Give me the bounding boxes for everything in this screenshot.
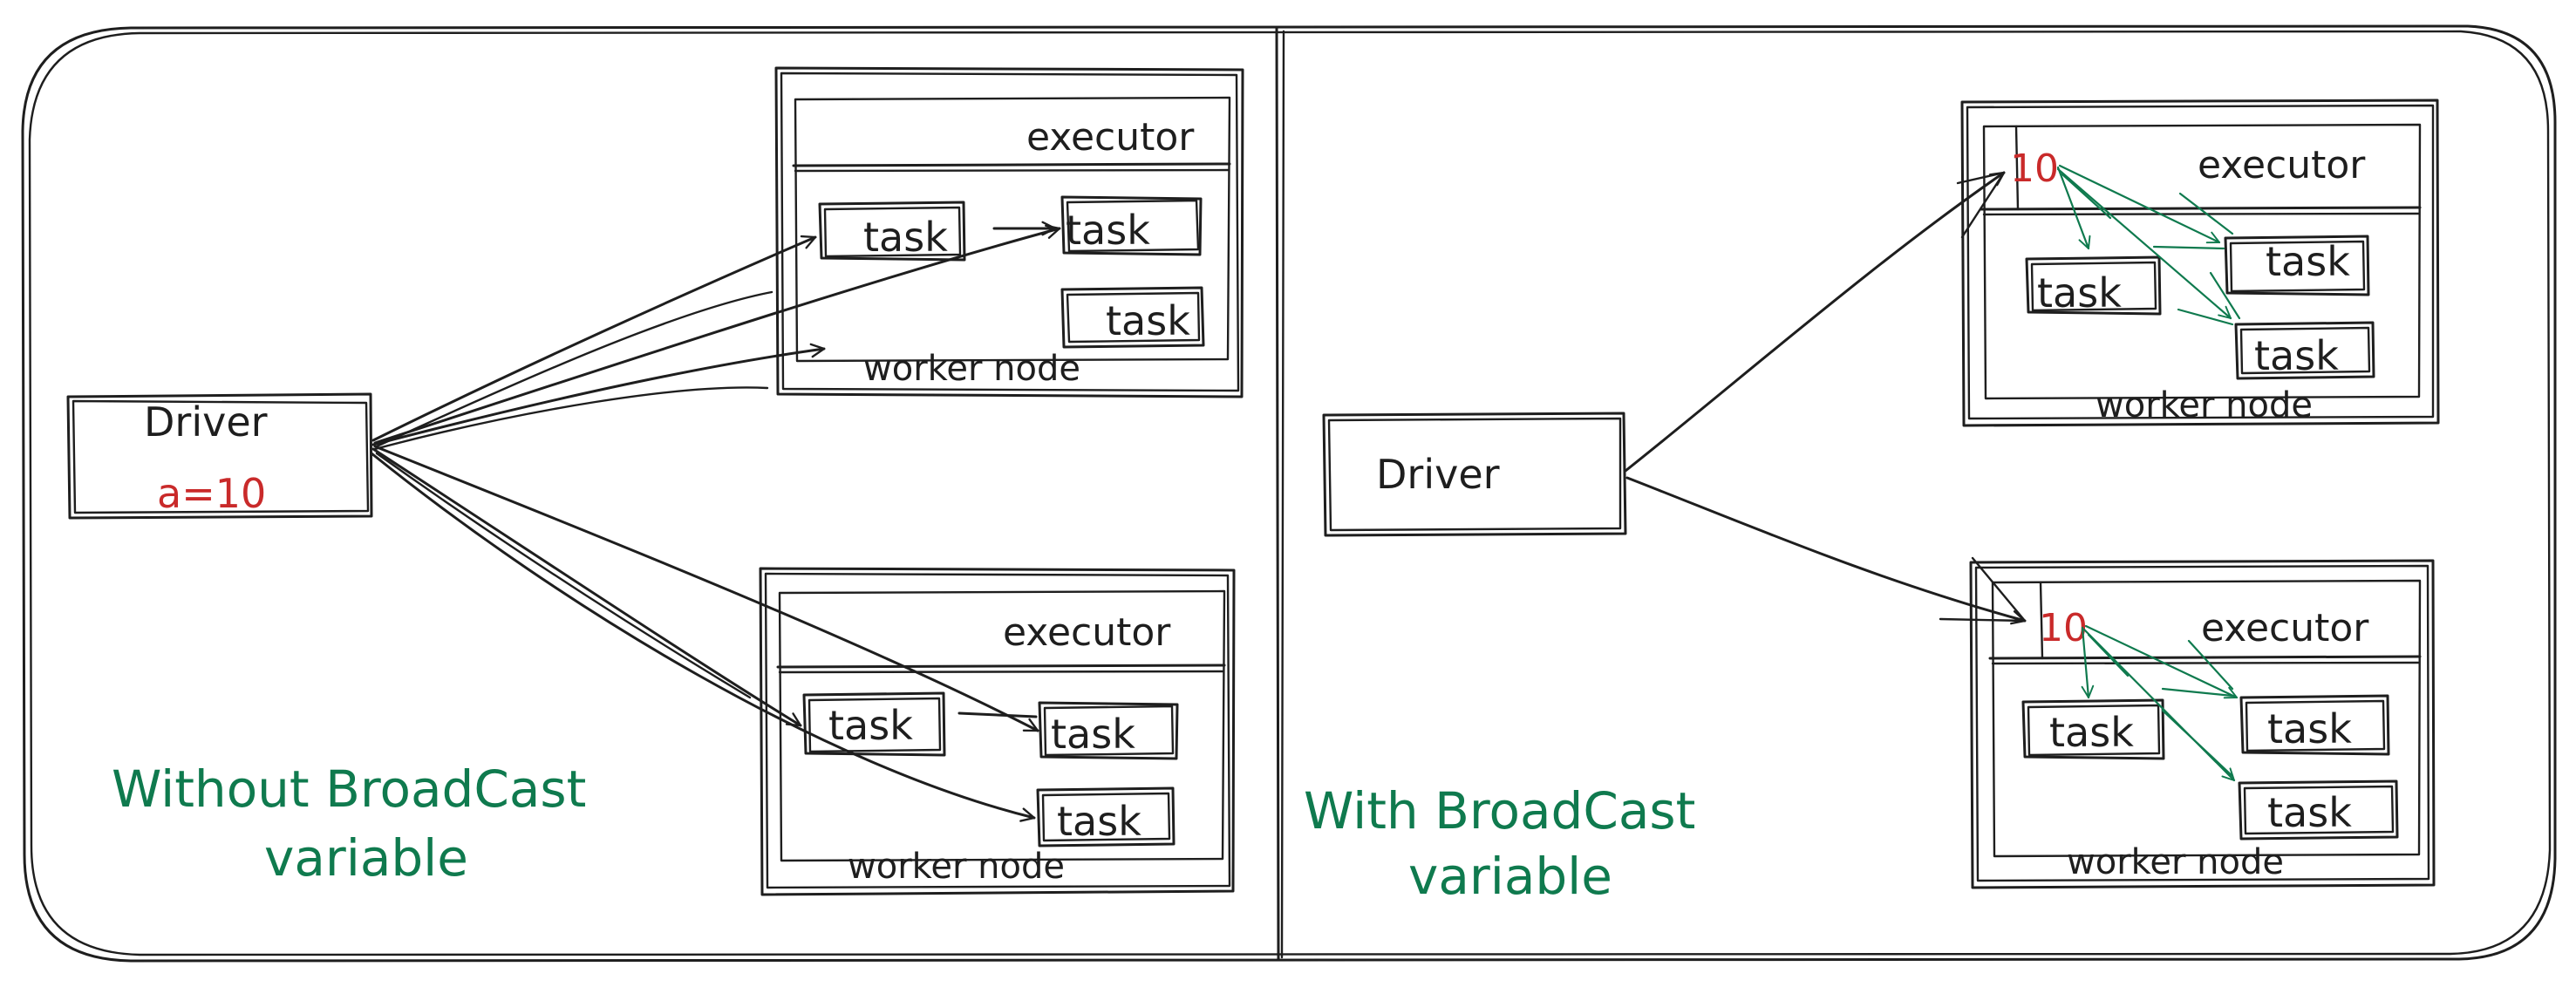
task-box: task: [2234, 321, 2375, 380]
executor-label: executor: [1026, 115, 1195, 160]
worker-node: 10 executor task task task worker node: [1960, 99, 2440, 427]
executor-label: executor: [2201, 606, 2369, 650]
driver-to-task-arrows: [370, 221, 1061, 822]
task-label: task: [863, 214, 948, 261]
worker-node: executor task task task worker node: [774, 66, 1244, 398]
task-box: task: [2021, 698, 2165, 760]
worker-node: 10 executor task task task worker node: [1969, 559, 2436, 889]
task-box: task: [2238, 779, 2399, 841]
worker-node: executor task task task worker node: [759, 567, 1236, 896]
worker-node-label: worker node: [863, 349, 1080, 389]
task-box: task: [818, 201, 966, 262]
driver-label: Driver: [144, 398, 268, 446]
caption-line-1: With BroadCast: [1304, 781, 1695, 841]
task-box: task: [2224, 235, 2370, 296]
local-broadcast-arrows: [2056, 164, 2241, 326]
worker-node-label: worker node: [848, 847, 1065, 887]
task-label: task: [2266, 238, 2350, 285]
caption-line-2: variable: [1408, 847, 1612, 906]
broadcast-value-label: 10: [2039, 606, 2088, 650]
task-box: task: [1060, 195, 1203, 256]
task-box: task: [1060, 286, 1205, 349]
task-box: task: [1038, 701, 1179, 760]
task-label: task: [1051, 711, 1135, 758]
driver-to-node-arrows: [1624, 171, 2027, 625]
task-box: task: [2025, 255, 2162, 317]
right-section: Driver 10 executor task task: [1304, 99, 2440, 906]
task-label: task: [2049, 709, 2134, 756]
task-box: task: [802, 691, 946, 757]
broadcast-value-label: 10: [2010, 146, 2059, 191]
worker-node-label: worker node: [2067, 842, 2284, 882]
task-label: task: [2267, 705, 2352, 752]
task-label: task: [2037, 269, 2122, 317]
task-label: task: [2267, 789, 2352, 836]
worker-node-label: worker node: [2096, 385, 2313, 425]
broadcast-value-label: a=10: [157, 470, 266, 517]
task-label: task: [1057, 798, 1141, 845]
task-label: task: [828, 702, 913, 749]
task-label: task: [1066, 207, 1150, 254]
caption-line-1: Without BroadCast: [112, 759, 586, 819]
task-box: task: [1036, 786, 1176, 847]
section-divider: [1275, 26, 1285, 961]
left-section: Driver a=10 executor task task: [66, 66, 1244, 896]
driver-label: Driver: [1376, 451, 1500, 498]
local-broadcast-arrows: [2081, 624, 2239, 782]
task-label: task: [1106, 297, 1190, 344]
outer-frame: [21, 24, 2557, 963]
driver-node: Driver: [1322, 412, 1627, 537]
caption-line-2: variable: [264, 828, 468, 888]
executor-label: executor: [1003, 610, 1171, 655]
task-box: task: [2239, 694, 2390, 756]
driver-node: Driver a=10: [66, 392, 373, 520]
executor-label: executor: [2198, 143, 2366, 187]
task-label: task: [2254, 332, 2339, 379]
